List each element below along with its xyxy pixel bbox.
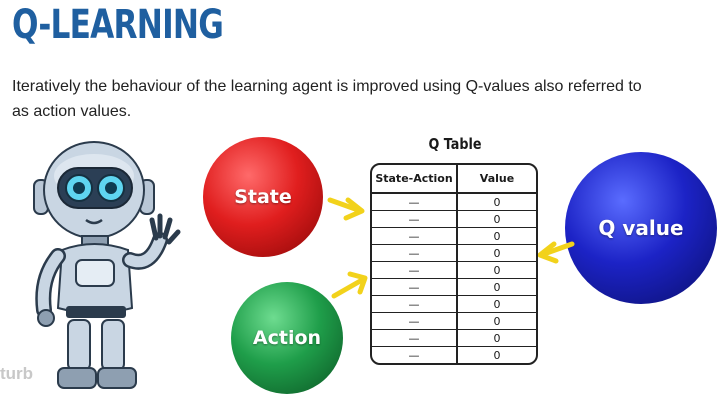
value-cell: 0 bbox=[458, 228, 536, 245]
table-row: —0 bbox=[372, 194, 536, 211]
arrow-left-icon bbox=[537, 241, 575, 264]
state-action-cell: — bbox=[372, 296, 458, 313]
state-action-cell: — bbox=[372, 313, 458, 330]
state-action-cell: — bbox=[372, 228, 458, 245]
q-value-node: Q value bbox=[565, 152, 717, 304]
table-row: —0 bbox=[372, 211, 536, 228]
table-row: —0 bbox=[372, 296, 536, 313]
value-cell: 0 bbox=[458, 296, 536, 313]
table-row: —0 bbox=[372, 347, 536, 363]
state-action-cell: — bbox=[372, 279, 458, 296]
state-action-cell: — bbox=[372, 262, 458, 279]
value-cell: 0 bbox=[458, 279, 536, 296]
qtable-header-row: State-Action Value bbox=[372, 165, 536, 194]
value-cell: 0 bbox=[493, 348, 501, 362]
state-action-cell: — bbox=[372, 211, 458, 228]
action-label: Action bbox=[252, 327, 322, 349]
table-row: —0 bbox=[372, 245, 536, 262]
arrow-right-icon bbox=[327, 197, 365, 221]
qtable-title: Q Table bbox=[428, 135, 482, 153]
qtable-header-value: Value bbox=[458, 165, 536, 194]
state-action-cell: — bbox=[372, 330, 458, 347]
value-cell: 0 bbox=[458, 262, 536, 279]
value-cell: 0 bbox=[458, 245, 536, 262]
value-cell: 0 bbox=[458, 313, 536, 330]
table-row: —0 bbox=[372, 262, 536, 279]
table-row: —0 bbox=[372, 228, 536, 245]
description-text: Iteratively the behaviour of the learnin… bbox=[12, 78, 642, 120]
robot-icon bbox=[33, 141, 181, 389]
action-node: Action bbox=[231, 282, 343, 394]
state-label: State bbox=[234, 186, 292, 208]
state-action-cell: — bbox=[372, 245, 458, 262]
value-cell: 0 bbox=[458, 330, 536, 347]
value-cell: 0 bbox=[458, 211, 536, 228]
table-row: —0 bbox=[372, 313, 536, 330]
state-node: State bbox=[203, 137, 323, 257]
table-row: —0 bbox=[372, 330, 536, 347]
table-row: —0 bbox=[372, 279, 536, 296]
value-cell: 0 bbox=[458, 194, 536, 211]
qtable-header-state-action: State-Action bbox=[372, 165, 458, 194]
state-action-cell: — bbox=[372, 194, 458, 211]
page-title: Q-LEARNING bbox=[12, 2, 224, 48]
q-value-label: Q value bbox=[598, 216, 684, 240]
watermark: turb bbox=[0, 364, 34, 383]
arrow-right-icon bbox=[331, 271, 368, 299]
state-action-cell: — bbox=[372, 347, 458, 363]
q-table: State-Action Value —0 —0 —0 —0 —0 —0 —0 … bbox=[370, 163, 538, 365]
